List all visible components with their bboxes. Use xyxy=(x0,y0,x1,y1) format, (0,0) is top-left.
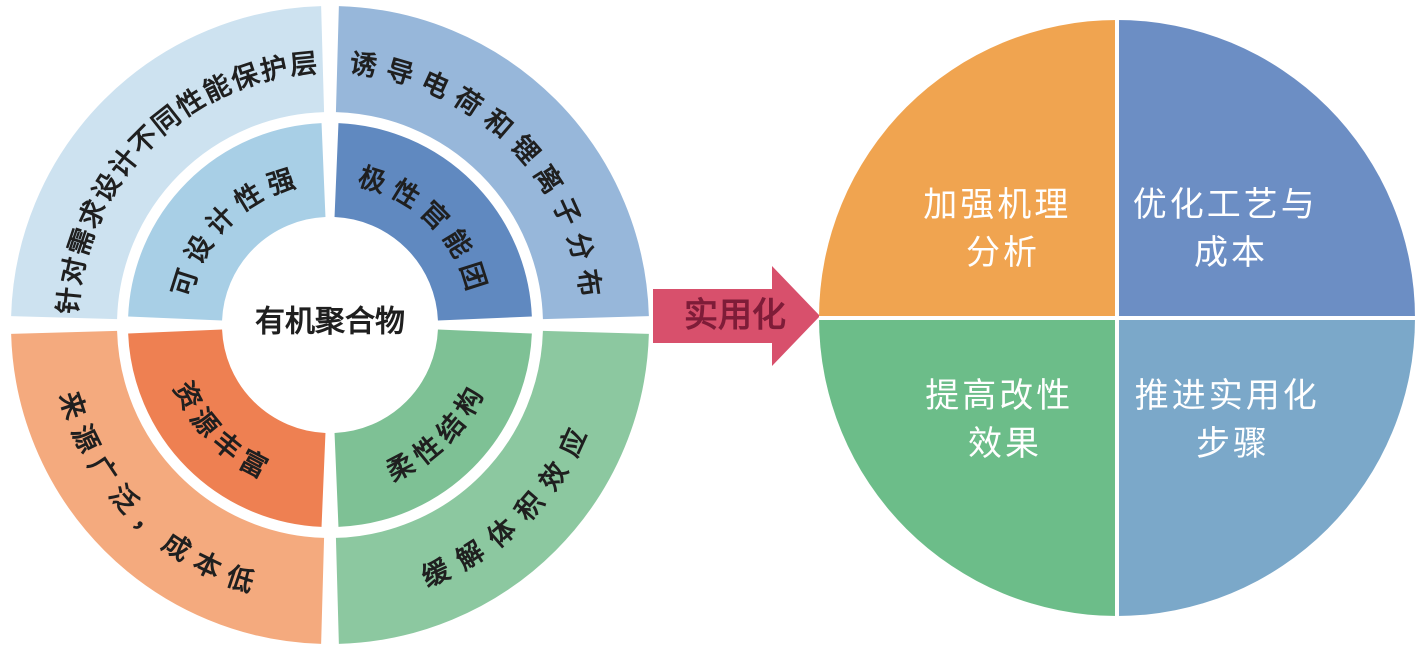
donut-inner-segment-top-left xyxy=(128,123,327,322)
pie-label-bottom-right: 推进实用化 步骤 xyxy=(1135,377,1332,463)
pie-label-line: 提高改性 xyxy=(925,377,1073,415)
pie-label-line: 推进实用化 xyxy=(1135,377,1320,415)
pie-label-line: 成本 xyxy=(1194,234,1268,272)
pie-wedge-bottom-right xyxy=(1117,318,1415,616)
donut-outer-segment-bottom-left xyxy=(11,329,326,644)
pie-label-line: 优化工艺与 xyxy=(1133,186,1318,224)
donut-inner-segment-top-right xyxy=(333,123,532,322)
donut-outer-segment-bottom-right xyxy=(334,329,649,644)
pie-label-top-right: 优化工艺与 成本 xyxy=(1133,186,1330,272)
donut-inner-segment-bottom-left xyxy=(128,328,327,527)
pie-label-line: 加强机理 xyxy=(923,186,1071,224)
practical-arrow: 实用化 xyxy=(653,266,820,366)
arrow-label: 实用化 xyxy=(684,297,786,335)
pie-label-line: 分析 xyxy=(966,234,1040,272)
donut-outer-segment-top-right xyxy=(334,6,649,321)
donut-chart: 针对需求设计不同性能保护层 诱导电荷和锂离子分布 来源广泛，成本低 缓解体积效应… xyxy=(11,6,649,644)
donut-center-label: 有机聚合物 xyxy=(255,305,405,339)
pie-chart: 加强机理 分析 优化工艺与 成本 提高改性 效果 推进实用化 步骤 xyxy=(819,20,1415,616)
pie-wedge-top-right xyxy=(1117,20,1415,318)
pie-wedge-bottom-left xyxy=(819,318,1117,616)
donut-inner-segment-bottom-right xyxy=(333,328,532,527)
arrow-shape-icon xyxy=(653,266,820,366)
pie-label-line: 步骤 xyxy=(1196,425,1270,463)
pie-label-line: 效果 xyxy=(968,425,1042,463)
pie-label-bottom-left: 提高改性 效果 xyxy=(925,377,1085,463)
pie-wedge-top-left xyxy=(819,20,1117,318)
donut-outer-segment-top-left xyxy=(11,6,326,321)
pie-label-top-left: 加强机理 分析 xyxy=(923,186,1083,272)
